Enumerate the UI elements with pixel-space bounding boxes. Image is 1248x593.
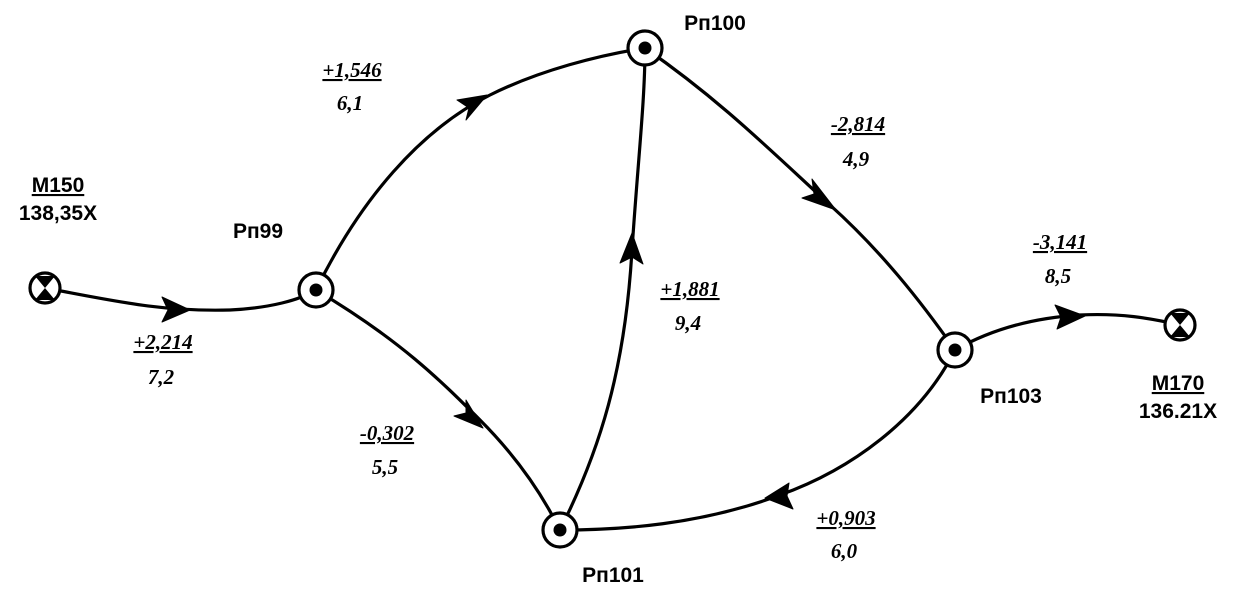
edge-label-rp103-rp101-length: 6,0: [831, 539, 858, 563]
edge-label-rp99-rp101-diff: -0,302: [360, 421, 415, 445]
arrow-rp103-rp101: [764, 482, 794, 510]
arrow-rp99-rp100: [456, 94, 488, 121]
station-label-rp103: Рп103: [980, 385, 1042, 408]
station-rp99: [297, 271, 335, 309]
edge-label-m150-rp99-diff: +2,214: [133, 330, 192, 354]
benchmark-m150-elevation: 138,35X: [19, 202, 97, 225]
station-rp101: [541, 511, 579, 549]
edge-label-rp100-rp103-length: 4,9: [842, 147, 870, 171]
edge-label-m150-rp99-length: 7,2: [148, 365, 175, 389]
station-label-rp101: Рп101: [582, 564, 644, 587]
edge-label-rp101-rp100-length: 9,4: [675, 311, 701, 335]
edge-rp103-rp101: [558, 348, 957, 532]
benchmark-m170-icon: [1163, 308, 1197, 342]
edge-label-rp103-m170-length: 8,5: [1045, 264, 1071, 288]
edge-rp101-rp100: [558, 46, 647, 532]
benchmark-m170-elevation: 136.21X: [1139, 400, 1217, 423]
benchmark-m150-icon: [28, 271, 62, 305]
arrow-rp103-m170: [1054, 304, 1086, 330]
edge-rp99-rp101: [314, 288, 562, 532]
benchmark-m170-name: M170: [1152, 372, 1205, 395]
station-rp100: [626, 29, 664, 67]
arrow-rp100-rp103: [801, 178, 837, 211]
edge-label-rp103-rp101-diff: +0,903: [816, 506, 875, 530]
station-label-rp99: Рп99: [233, 220, 283, 243]
edge-label-rp99-rp101-length: 5,5: [372, 455, 398, 479]
edge-label-rp99-rp100-length: 6,1: [337, 91, 363, 115]
arrow-rp99-rp101: [453, 399, 484, 429]
edge-rp99-rp100: [314, 46, 647, 292]
station-rp103: [936, 331, 974, 369]
arrow-rp101-rp100: [619, 232, 644, 265]
benchmark-m150-name: M150: [32, 174, 85, 197]
edge-label-rp99-rp100-diff: +1,546: [322, 58, 382, 82]
edge-label-rp100-rp103-diff: -2,814: [831, 112, 885, 136]
edge-label-rp103-m170-diff: -3,141: [1033, 230, 1087, 254]
edge-m150-rp99: [43, 286, 318, 312]
edge-label-rp101-rp100-diff: +1,881: [660, 277, 719, 301]
arrow-m150-rp99: [161, 296, 191, 323]
station-label-rp100: Рп100: [684, 12, 746, 35]
edge-rp100-rp103: [643, 46, 957, 352]
